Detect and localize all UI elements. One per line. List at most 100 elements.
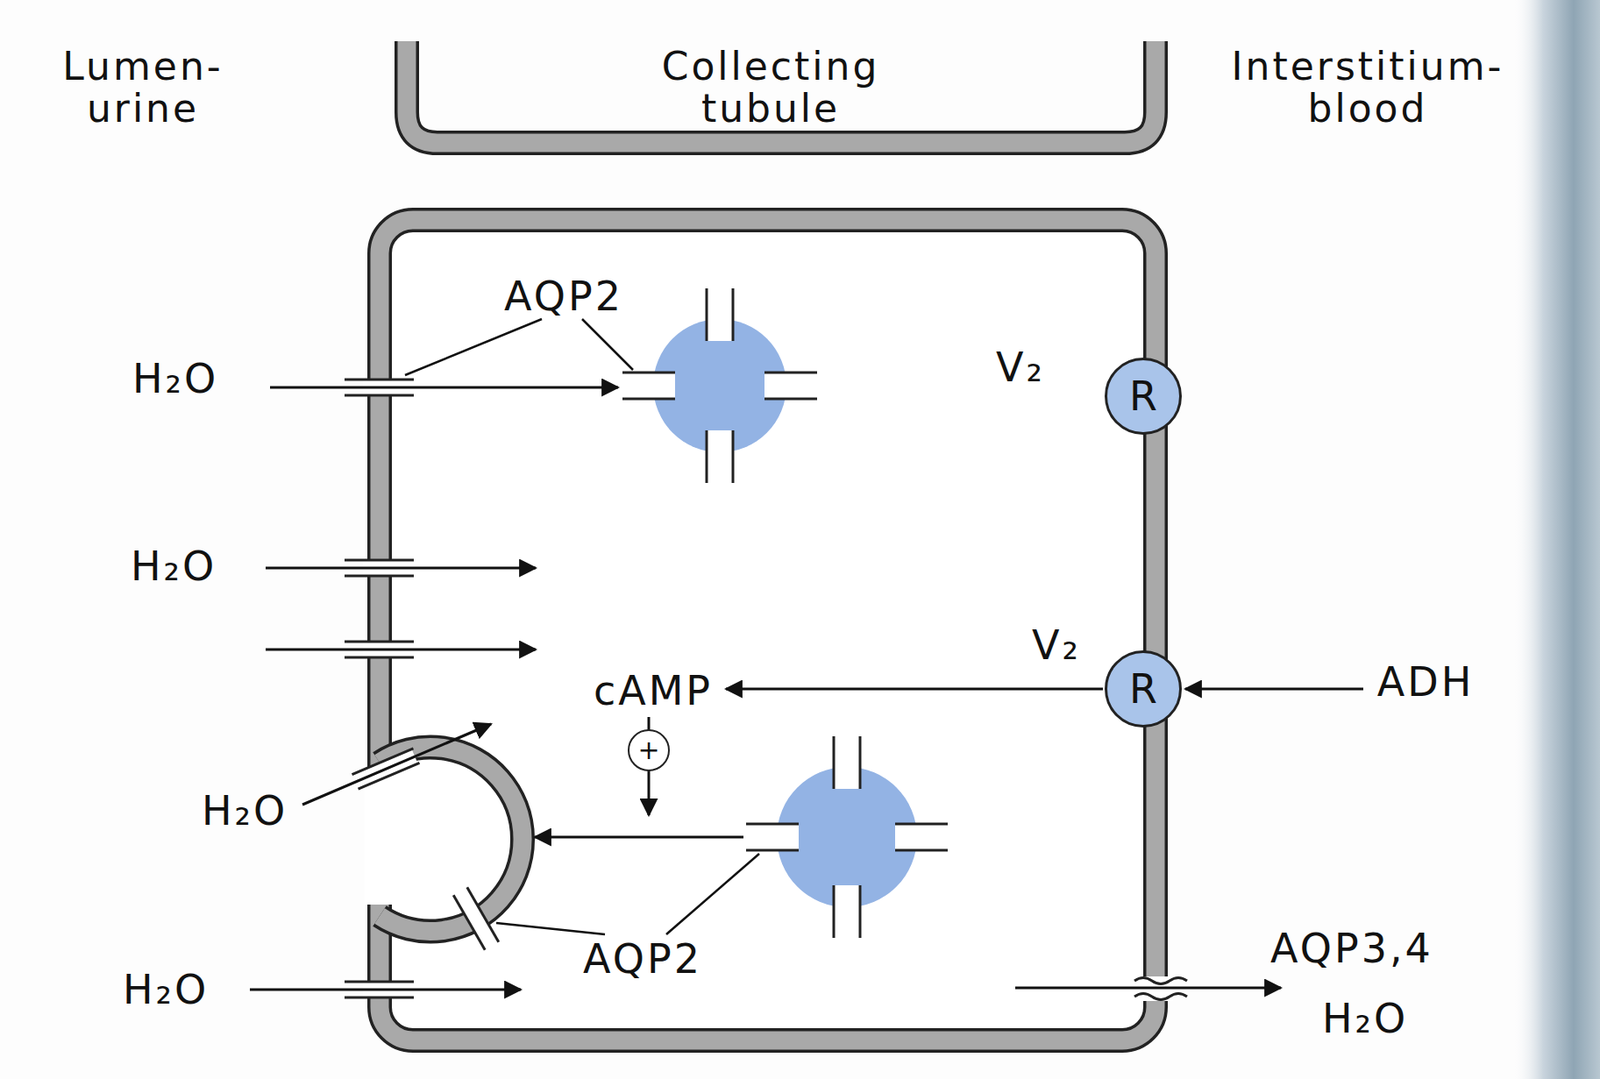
receptor-label-text: V₂ xyxy=(1031,623,1081,669)
flow-arrow xyxy=(534,836,744,840)
aquaporin-vesicle xyxy=(764,372,818,399)
cell-membrane xyxy=(364,220,1156,1041)
stimulation-circle-text: + xyxy=(637,737,660,764)
leader-line xyxy=(666,853,760,935)
vesicle-water-channel xyxy=(467,887,499,942)
aquaporin-vesicle xyxy=(706,430,733,484)
region-header-text: Interstitium- blood xyxy=(1222,45,1514,131)
wall-water-channel xyxy=(344,981,414,984)
messenger-label-text: cAMP xyxy=(593,668,713,714)
water-label: H₂O xyxy=(130,544,217,590)
water-label-text: H₂O xyxy=(201,789,288,834)
aquaporin-vesicle xyxy=(706,288,733,342)
wall-water-channel xyxy=(344,378,414,382)
aquaporin-vesicle xyxy=(746,823,799,826)
aquaporin-vesicle xyxy=(622,371,676,375)
flow-arrow xyxy=(302,724,491,805)
aquaporin-vesicle xyxy=(764,371,818,375)
aquaporin-vesicle xyxy=(622,398,676,401)
page-edge-shade xyxy=(1512,0,1600,1079)
aquaporin-vesicle xyxy=(746,849,799,853)
aquaporin-vesicle xyxy=(832,885,836,939)
region-header: Collecting tubule xyxy=(643,45,898,131)
aquaporin-vesicle xyxy=(732,288,735,342)
basolateral-water-channel xyxy=(1134,994,1188,1001)
water-label: H₂O xyxy=(1322,996,1408,1042)
upper-tubule-wall xyxy=(406,41,1156,143)
flow-arrow xyxy=(270,386,619,390)
flow-arrow xyxy=(265,648,536,652)
aquaporin-vesicle xyxy=(746,736,948,939)
water-label: H₂O xyxy=(132,356,219,402)
aquaporin-vesicle xyxy=(622,372,676,399)
hormone-label-text: ADH xyxy=(1377,660,1474,705)
wall-water-channel xyxy=(344,379,414,998)
vesicle-water-channel xyxy=(453,895,485,950)
channel-label: AQP2 xyxy=(504,274,624,320)
aquaporin-vesicle xyxy=(746,736,948,939)
basolateral-water-channel xyxy=(1134,978,1188,985)
channel-label: AQP3,4 xyxy=(1270,926,1434,972)
receptor-label: V₂ xyxy=(995,345,1046,391)
aquaporin-vesicle xyxy=(833,885,861,939)
region-header: Interstitium- blood xyxy=(1222,45,1514,131)
wall-water-channel xyxy=(344,394,414,398)
upper-tubule-wall xyxy=(406,41,1156,143)
hormone-label: ADH xyxy=(1377,660,1474,705)
flow-arrow xyxy=(647,768,651,816)
stimulation-circle: + xyxy=(627,729,670,772)
aquaporin-vesicle xyxy=(746,824,799,851)
channel-label-text: AQP2 xyxy=(504,274,624,320)
upper-tubule-wall xyxy=(406,41,1156,143)
channel-label-text: AQP2 xyxy=(583,937,703,982)
flow-arrow xyxy=(265,567,536,570)
fused-vesicle-membrane xyxy=(379,746,523,932)
aquaporin-vesicle xyxy=(859,736,862,790)
wall-water-channel xyxy=(344,996,414,1000)
flow-arrow xyxy=(249,387,1364,990)
wall-water-channel xyxy=(344,656,414,660)
wall-water-channel xyxy=(344,559,414,562)
aquaporin-vesicle xyxy=(832,736,836,790)
cell-membrane xyxy=(379,220,1156,1041)
fused-vesicle-membrane xyxy=(379,746,523,932)
flow-arrow xyxy=(1015,987,1281,990)
messenger-label: cAMP xyxy=(593,668,713,714)
leader-line xyxy=(496,923,605,935)
channel-label-text: AQP3,4 xyxy=(1270,926,1434,972)
aquaporin-vesicle xyxy=(895,849,948,853)
aquaporin-vesicle xyxy=(764,398,818,401)
water-label-text: H₂O xyxy=(1322,996,1408,1042)
region-header-text: Lumen- urine xyxy=(49,45,236,131)
aquaporin-vesicle xyxy=(895,824,948,851)
leader-line xyxy=(582,319,633,370)
receptor-circle: R xyxy=(1104,650,1182,728)
wall-water-channel xyxy=(344,640,414,644)
region-header: Lumen- urine xyxy=(49,45,236,131)
water-label-text: H₂O xyxy=(122,967,209,1013)
vesicle-water-channel xyxy=(453,887,499,950)
flow-arrow xyxy=(1185,688,1364,691)
water-label: H₂O xyxy=(122,967,209,1013)
water-label-text: H₂O xyxy=(132,356,219,402)
water-label-text: H₂O xyxy=(130,544,217,590)
leader-line xyxy=(405,319,542,376)
receptor-circle: R xyxy=(1104,357,1182,435)
flow-arrow xyxy=(249,988,521,992)
receptor-label: V₂ xyxy=(1031,623,1081,669)
aquaporin-vesicle xyxy=(833,736,861,790)
wall-water-channel xyxy=(344,575,414,578)
receptor-circle-text: R xyxy=(1129,376,1158,417)
aquaporin-vesicle xyxy=(895,823,948,826)
aquaporin-vesicle xyxy=(859,885,862,939)
leader-line xyxy=(405,319,760,935)
channel-label: AQP2 xyxy=(583,937,703,982)
cell-membrane xyxy=(364,775,395,905)
aquaporin-vesicle xyxy=(622,288,818,484)
vesicle-water-channel xyxy=(454,888,498,949)
receptor-circle-text: R xyxy=(1129,668,1158,710)
fused-vesicle-membrane xyxy=(379,746,523,932)
water-label: H₂O xyxy=(201,789,288,834)
